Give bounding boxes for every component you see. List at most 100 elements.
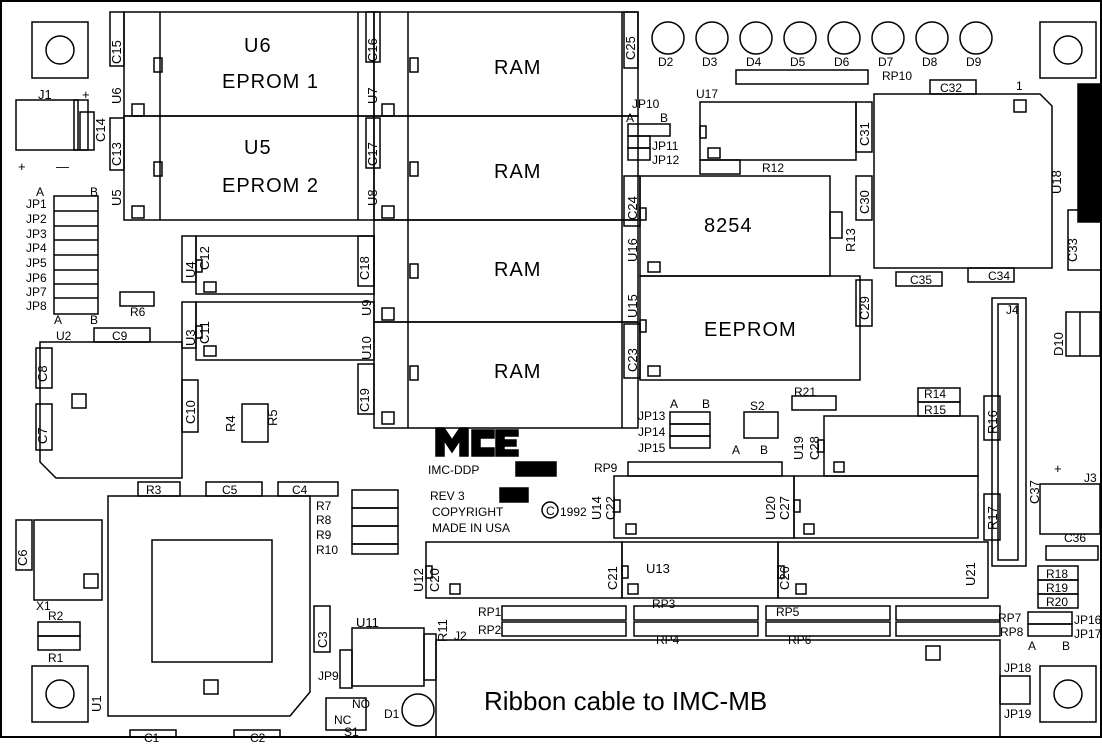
- c9-label: C9: [112, 329, 128, 343]
- u1-body: [107, 495, 311, 717]
- mounting-hole-bottom-left: [31, 665, 89, 723]
- c14-label: C14: [93, 118, 108, 142]
- r1-label: R1: [48, 651, 64, 665]
- x1-label: X1: [36, 599, 51, 613]
- r3-body: [137, 481, 181, 497]
- c32-body: [929, 79, 977, 95]
- u17-label: U17: [696, 87, 719, 101]
- jp16-label: JP16: [1074, 613, 1102, 627]
- ram4-label: RAM: [494, 361, 542, 383]
- u5-label: U5: [244, 137, 272, 159]
- c12-body: [181, 235, 197, 283]
- r11-label: R11: [435, 619, 450, 642]
- ram2-label: RAM: [494, 161, 542, 183]
- u18-pin1: 1: [1016, 79, 1023, 93]
- jp10-label: JP10: [632, 97, 660, 111]
- mounting-hole-bottom-right: [1039, 665, 1097, 723]
- r12-label: R12: [762, 161, 785, 175]
- copyright-label: COPYRIGHT: [432, 505, 504, 519]
- c34-label: C34: [988, 269, 1011, 283]
- jp1-8-a-bottom: A: [54, 313, 63, 327]
- c5-body: [205, 481, 263, 497]
- u10-label: U10: [359, 336, 374, 360]
- jp13-a-mark: A: [670, 397, 679, 411]
- c10-body: [181, 379, 199, 433]
- led-d1: [401, 693, 435, 727]
- c6-label: C6: [15, 549, 30, 566]
- s2-a-mark: A: [732, 443, 741, 457]
- jp18-label: JP18: [1004, 661, 1032, 675]
- u2-label: U2: [56, 329, 72, 343]
- c1-body: [129, 729, 177, 738]
- j1-minus-bottom: —: [56, 159, 69, 174]
- led-d5: [783, 21, 817, 55]
- r9-label: R9: [316, 528, 332, 542]
- c6-body: [15, 519, 33, 571]
- c17-label: C17: [365, 142, 380, 166]
- jp1-8-b-bottom: B: [90, 313, 99, 327]
- r4-label: R4: [223, 415, 238, 432]
- r3-label: R3: [146, 483, 162, 497]
- s1-nc-mark: NC: [334, 713, 352, 727]
- u3-label: U3: [183, 329, 198, 346]
- jp3-label: JP3: [26, 227, 47, 241]
- u20-label: U20: [763, 496, 778, 520]
- r18-label: R18: [1046, 567, 1069, 581]
- u18-body: [873, 93, 1053, 269]
- u12-label: U12: [411, 568, 426, 592]
- s2-b-mark: B: [760, 443, 769, 457]
- r21-label: R21: [794, 385, 817, 399]
- jp1-8-b-mark: B: [90, 185, 99, 199]
- rp1-label: RP1: [478, 605, 502, 619]
- jp15-label: JP15: [638, 441, 666, 455]
- r14-label: R14: [924, 387, 947, 401]
- rp8-body: [895, 621, 1001, 637]
- r2-body: [37, 621, 81, 637]
- j4-connector: [991, 297, 1027, 567]
- s1-body: [325, 697, 367, 731]
- u4-body: [195, 235, 375, 295]
- s2-label: S2: [750, 399, 765, 413]
- rev-mark: [499, 487, 529, 503]
- c15-label: C15: [109, 40, 124, 64]
- c28-label: C28: [807, 436, 822, 460]
- r1-body: [37, 635, 81, 651]
- u13-label: U13: [646, 561, 670, 576]
- c2-label: C2: [250, 731, 266, 745]
- jp16-b-mark: B: [1062, 639, 1071, 653]
- c3-label: C3: [315, 631, 330, 648]
- c29-body: [855, 279, 873, 327]
- c31-body: [855, 101, 873, 153]
- c19-label: C19: [357, 388, 372, 412]
- r2-label: R2: [48, 609, 64, 623]
- u19-body: [823, 415, 979, 477]
- r20-body: [1037, 593, 1079, 609]
- c23-body: [623, 323, 641, 379]
- r21-body: [791, 395, 837, 411]
- rp7-body: [895, 605, 1001, 621]
- d5-label: D5: [790, 55, 806, 69]
- r16-body: [983, 395, 1001, 441]
- c37-label: C37: [1027, 480, 1042, 504]
- x1-body: [33, 519, 103, 601]
- c35-body: [895, 271, 943, 287]
- r7-label: R7: [316, 499, 332, 513]
- rp1-body: [501, 605, 627, 621]
- u7-label: U7: [365, 87, 380, 104]
- jp2-label: JP2: [26, 212, 47, 226]
- rp10-label: RP10: [882, 69, 913, 83]
- c1-label: C1: [144, 731, 160, 745]
- c8-body: [35, 347, 53, 389]
- mounting-hole-top-left: [31, 21, 89, 79]
- c4-body: [277, 481, 339, 497]
- jp16-a-mark: A: [1028, 639, 1037, 653]
- copyright-year: 1992: [560, 505, 587, 519]
- s2-body: [743, 411, 779, 439]
- c11-body: [181, 301, 197, 349]
- j4-label: J4: [1006, 303, 1019, 317]
- jp1-8-a-mark: A: [36, 185, 45, 199]
- c16-label: C16: [365, 38, 380, 62]
- c17-body: [365, 117, 381, 169]
